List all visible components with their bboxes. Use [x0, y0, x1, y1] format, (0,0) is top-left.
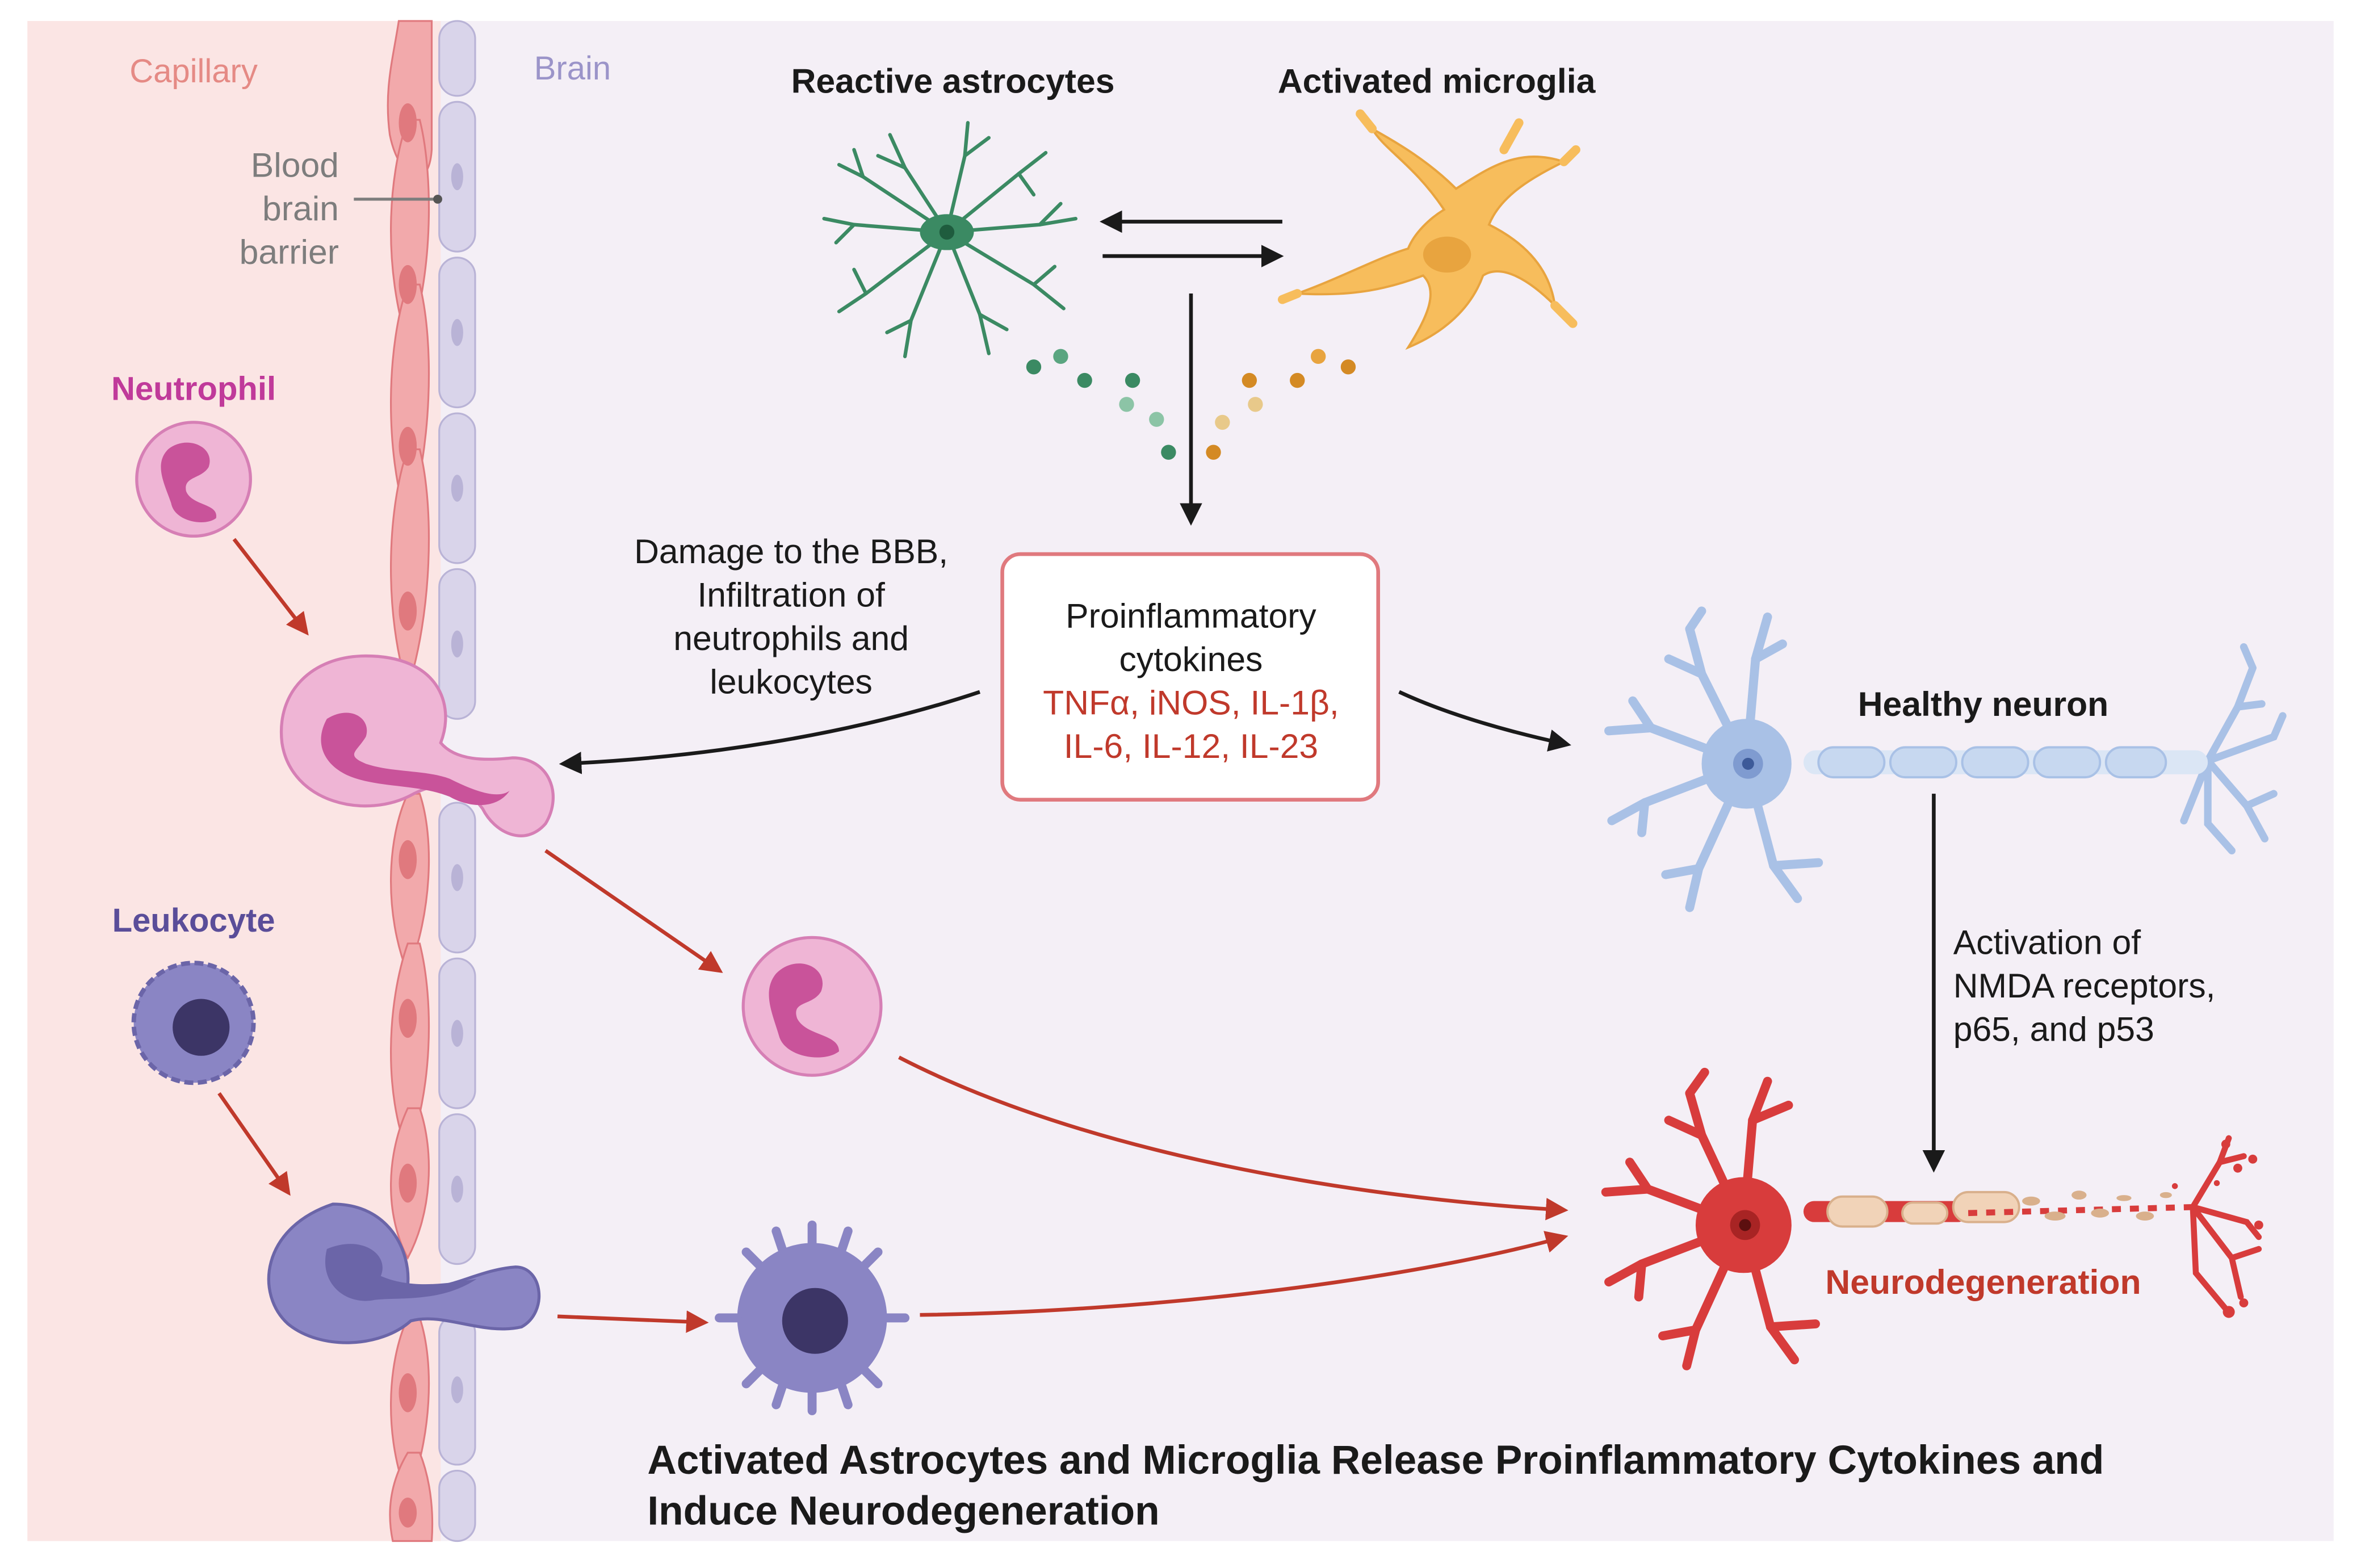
capillary-label: Capillary	[129, 53, 258, 90]
bbb-label-line-1: Blood	[251, 145, 339, 184]
dendrite-fragments	[2171, 1139, 2263, 1318]
bbb-label-line-3: barrier	[240, 232, 339, 271]
damage-text-line-4: leukocytes	[710, 662, 873, 701]
endothelial-nuclei	[399, 103, 417, 1528]
neutrophil-label: Neutrophil	[111, 370, 276, 407]
neutrophil-infiltration-arrow	[544, 849, 723, 973]
leukocyte-to-neurodegeneration-arrow	[920, 1231, 1569, 1317]
healthy-neuron-nucleolus	[1742, 757, 1754, 770]
neutrophil-cell	[135, 421, 252, 538]
leukocyte-label: Leukocyte	[112, 902, 275, 939]
blood-brain-barrier-wall	[387, 20, 476, 1542]
healthy-neuron-label: Healthy neuron	[1858, 685, 2109, 723]
activated-microglia-label: Activated microglia	[1278, 62, 1596, 100]
leukocyte-arrow	[217, 1092, 291, 1196]
neutrophil-transmigrating	[279, 654, 555, 837]
glial-nuclei	[451, 163, 463, 1403]
neutrophil-to-neurodegeneration-arrow	[898, 1055, 1569, 1221]
bbb-label-line-2: brain	[262, 189, 339, 228]
bbb-pointer-dot	[433, 194, 442, 204]
infiltrated-leukocyte	[715, 1220, 910, 1415]
astrocyte-cytokine-dots	[1026, 349, 1176, 460]
reactive-astrocytes-label: Reactive astrocytes	[791, 62, 1115, 100]
cytokines-to-neuron-arrow	[1398, 690, 1571, 752]
axon-debris	[2022, 1190, 2172, 1221]
damage-text-line-3: neutrophils and	[673, 619, 909, 657]
reactive-astrocyte-cell	[822, 121, 1078, 359]
activated-microglia-cell	[1277, 109, 1580, 350]
activation-text-line-2: NMDA receptors,	[1953, 966, 2216, 1005]
caption-line-1: Activated Astrocytes and Microglia Relea…	[647, 1438, 2104, 1483]
leukocyte-cell	[131, 961, 256, 1085]
cytokine-box-text: Proinflammatory cytokines TNFα, iNOS, IL…	[1043, 596, 1339, 765]
cytokine-title-line-2: cytokines	[1119, 640, 1263, 678]
microglia-cytokine-dots	[1206, 349, 1356, 460]
cytokine-list-line-1: TNFα, iNOS, IL-1β,	[1043, 683, 1339, 722]
bbb-label: Blood brain barrier	[240, 145, 339, 271]
brain-label: Brain	[534, 50, 611, 87]
activation-text-line-3: p65, and p53	[1953, 1009, 2154, 1048]
caption-line-2: Induce Neurodegeneration	[647, 1489, 1159, 1533]
infiltrated-neutrophil	[741, 936, 883, 1077]
caption: Activated Astrocytes and Microglia Relea…	[647, 1438, 2104, 1534]
cytokines-to-bbb-arrow	[559, 690, 981, 774]
neutrophil-arrow	[232, 538, 309, 636]
damage-text-line-2: Infiltration of	[697, 575, 885, 614]
cytokine-list-line-2: IL-6, IL-12, IL-23	[1064, 727, 1318, 765]
brain-background	[441, 20, 2334, 1541]
healthy-neuron-axon	[1803, 746, 2208, 779]
degenerating-neuron-axon	[1803, 1190, 2193, 1228]
damage-text: Damage to the BBB, Infiltration of neutr…	[634, 532, 948, 701]
activation-text: Activation of NMDA receptors, p65, and p…	[1953, 923, 2216, 1048]
damage-text-line-1: Damage to the BBB,	[634, 532, 948, 571]
degenerating-neuron-nucleolus	[1739, 1219, 1751, 1231]
cytokine-title-line-1: Proinflammatory	[1066, 596, 1316, 635]
astrocyte-nucleus	[939, 224, 955, 240]
leukocyte-infiltration-arrow	[557, 1310, 709, 1333]
neurodegeneration-label: Neurodegeneration	[1825, 1263, 2141, 1301]
cytokine-box	[1000, 552, 1381, 802]
leukocyte-transmigrating	[267, 1202, 541, 1344]
microglia-nucleus	[1423, 236, 1471, 273]
activation-text-line-1: Activation of	[1953, 923, 2141, 961]
